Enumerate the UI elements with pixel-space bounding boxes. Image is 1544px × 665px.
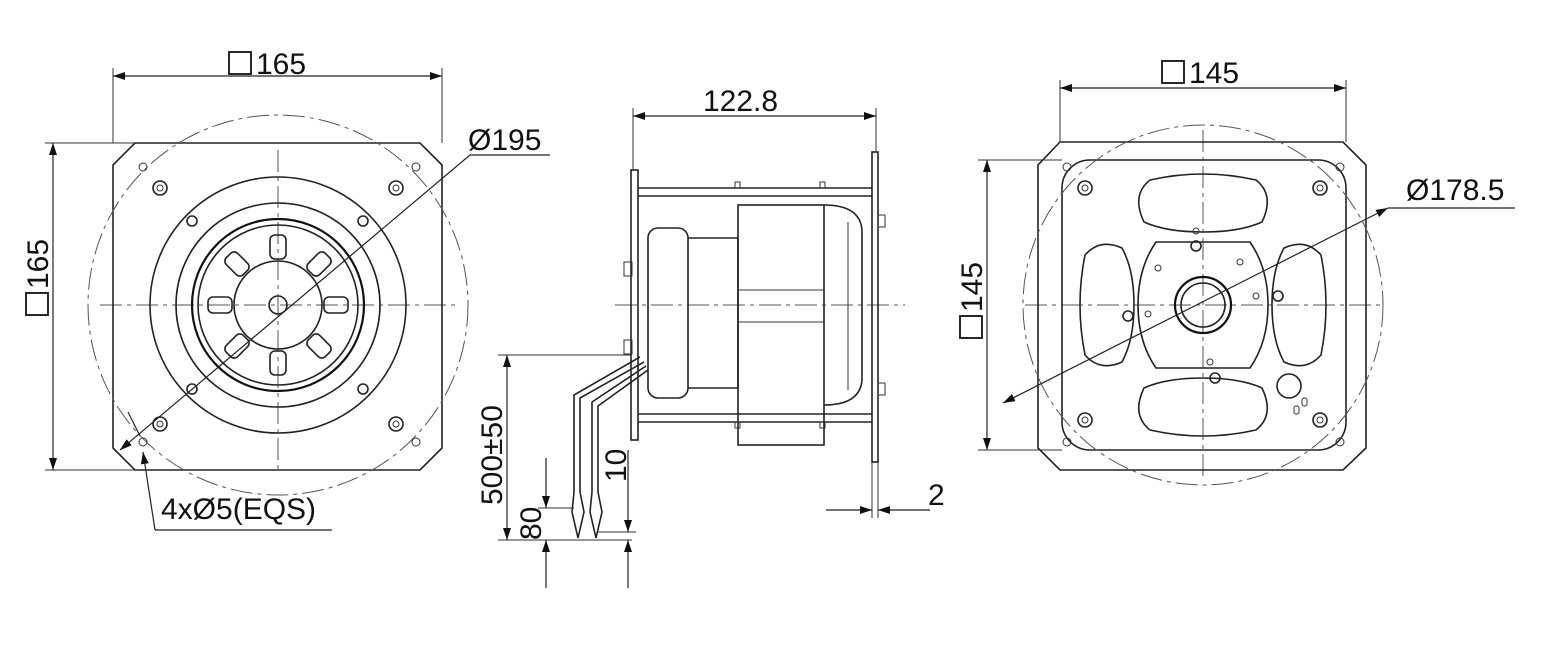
front-bolt-circle: [87, 114, 469, 496]
front-impeller-blades: [207, 234, 349, 376]
holes-leader-a: [127, 411, 141, 437]
back-height-label: 145: [956, 262, 989, 312]
front-impeller-outer: [197, 224, 359, 386]
square-symbol-icon: [25, 292, 49, 316]
strip-length-label: 80: [515, 507, 548, 540]
front-diameter-label: Ø195: [468, 124, 541, 157]
side-motor-plate: [630, 169, 639, 441]
front-inlet-outer: [149, 176, 407, 434]
square-symbol-icon: [228, 51, 252, 75]
side-cable-d: [597, 369, 649, 492]
front-inlet-ring: [175, 202, 381, 408]
strip-end-label: 10: [600, 449, 633, 482]
front-view: 165 165 Ø195 4xØ5(EQS): [22, 48, 550, 531]
side-inlet-ring: [823, 204, 863, 406]
back-view: 145 145 Ø178.5: [956, 57, 1515, 486]
front-diameter-line: [119, 154, 471, 451]
holes-label: 4xØ5(EQS): [161, 493, 316, 526]
flange-thickness-label: 2: [928, 479, 945, 512]
front-hub-ring: [233, 260, 323, 350]
side-motor-body: [647, 227, 689, 399]
front-inlet-inner: [190, 217, 366, 393]
front-hub: [268, 295, 288, 315]
side-wire-end-b: [589, 491, 603, 539]
front-width-label: 165: [256, 48, 306, 81]
square-symbol-icon: [959, 315, 983, 339]
side-cable-c: [591, 365, 647, 492]
side-impeller-box: [737, 204, 825, 446]
square-symbol-icon: [1161, 60, 1185, 84]
side-depth-label: 122.8: [703, 85, 778, 118]
front-height-group: 165: [22, 239, 55, 316]
back-height-group: 145: [956, 262, 989, 339]
side-cable-b: [579, 361, 645, 492]
holes-leader-b: [140, 451, 156, 531]
side-motor-housing: [688, 237, 739, 389]
cable-length-label: 500±50: [476, 405, 509, 505]
back-width-label: 145: [1189, 57, 1239, 90]
back-diameter-line: [1002, 207, 1389, 404]
side-flange: [871, 151, 879, 463]
side-wire-end-a: [571, 491, 585, 539]
front-height-label: 165: [22, 239, 55, 289]
front-mount-holes: [138, 162, 421, 447]
back-diameter-label: Ø178.5: [1406, 174, 1504, 207]
side-cable-a: [573, 356, 641, 492]
back-mount-holes: [1062, 162, 1345, 447]
side-view: 122.8 500±50 80 10 2: [476, 85, 945, 588]
front-plate: [112, 142, 443, 471]
back-connector: [1276, 373, 1302, 399]
